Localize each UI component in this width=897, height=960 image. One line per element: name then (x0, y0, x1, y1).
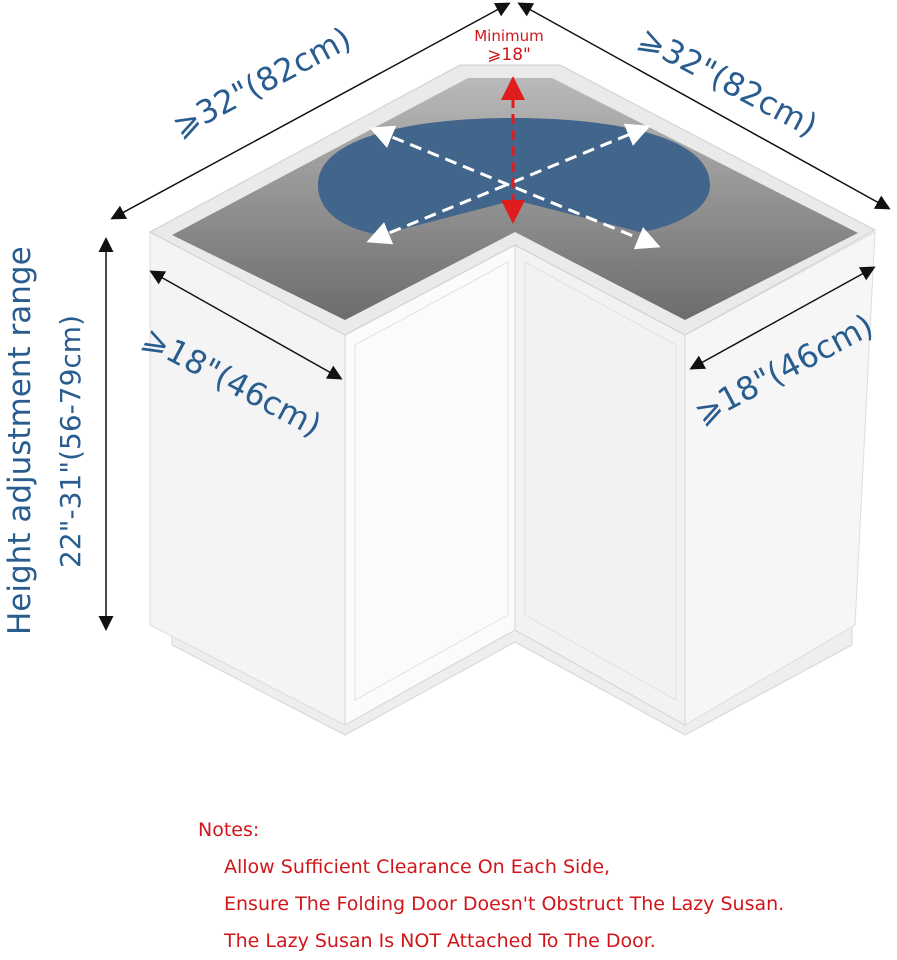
note-item: The Lazy Susan Is NOT Attached To The Do… (224, 930, 656, 952)
top-right-dimension-arrow (517, 2, 891, 210)
note-item: Allow Sufficient Clearance On Each Side, (224, 856, 611, 878)
notes-title: Notes: (198, 819, 260, 841)
diameter-arrow-2 (369, 125, 661, 250)
left-depth-arrow (149, 270, 343, 380)
top-left-dimension-arrow (110, 2, 511, 220)
minimum-label: Minimum (474, 27, 544, 45)
height-range-label: 22"-31"(56-79cm) (54, 315, 87, 568)
top-left-width-label: ⩾32"(82cm) (166, 19, 358, 145)
note-item: Ensure The Folding Door Doesn't Obstruct… (224, 893, 785, 915)
notes: Notes: Allow Sufficient Clearance On Eac… (198, 812, 784, 960)
right-depth-arrow (689, 266, 876, 370)
height-title-label: Height adjustment range (2, 246, 38, 635)
minimum-value: ⩾18" (487, 45, 531, 65)
